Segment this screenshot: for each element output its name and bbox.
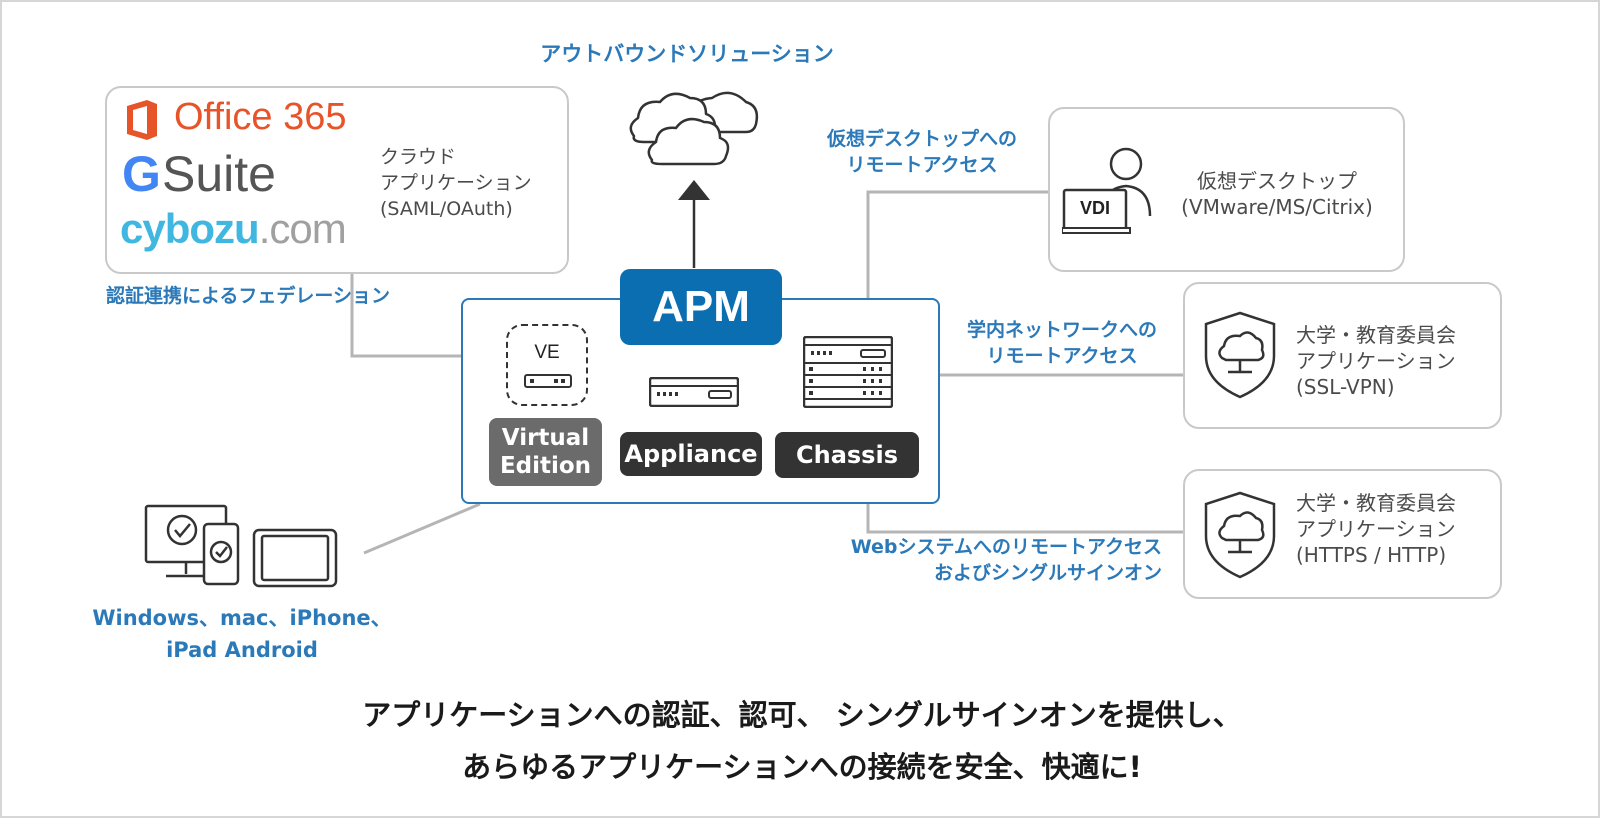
line-cloud-apps [350,269,461,358]
devices-icon [144,504,338,588]
cybozu-domain: .com [258,205,347,252]
vdi-badge: VDI [1079,198,1110,218]
cybozu-wordmark: cybozu.com [120,205,347,253]
shield-cloud-icon [1204,491,1276,579]
cloud-icon [629,91,759,166]
chassis-server-icon [803,336,893,408]
cloud-apps-description: クラウド アプリケーション (SAML/OAuth) [380,146,532,220]
shield-cloud-icon [1204,311,1276,399]
federation-label: 認証連携によるフェデレーション [106,285,391,307]
outbound-label: アウトバウンドソリューション [540,42,834,66]
outbound-arrowhead [678,180,710,200]
footer-caption: アプリケーションへの認証、認可、 シングルサインオンを提供し、 あらゆるアプリケ… [362,698,1242,784]
vdi-description: 仮想デスクトップ (VMware/MS/Citrix) [1181,169,1373,219]
vdi-connection-label: 仮想デスクトップへの リモートアクセス [826,128,1017,176]
ssl-vpn-description: 大学・教育委員会 アプリケーション (SSL-VPN) [1296,323,1456,399]
ve-server-icon [524,374,572,388]
cloud-apps-box [105,86,569,274]
virtual-edition-tag: Virtual Edition [489,418,602,486]
https-description: 大学・教育委員会 アプリケーション (HTTPS / HTTP) [1296,491,1456,567]
appliance-server-icon [649,377,739,407]
apm-title: APM [620,269,782,345]
cybozu-name: cybozu [120,205,260,252]
line-devices [363,502,481,555]
line-https [866,504,1183,534]
virtual-edition-icon: VE [506,324,588,406]
vdi-user-icon [1062,147,1152,234]
line-vdi [866,190,1048,298]
ssl-vpn-connection-label: 学内ネットワークへの リモートアクセス [966,319,1157,367]
chassis-tag: Chassis [775,432,919,478]
appliance-tag: Appliance [620,432,762,476]
devices-label: Windows、mac、iPhone、 iPad Android [92,606,392,662]
ve-badge: VE [534,342,560,363]
https-connection-label: Webシステムへのリモートアクセス およびシングルサインオン [850,536,1162,584]
office365-logo-icon [127,100,157,140]
office365-wordmark: Office 365 [174,96,347,138]
gsuite-wordmark: Suite [162,146,276,202]
gsuite-g-logo: G [122,146,161,202]
